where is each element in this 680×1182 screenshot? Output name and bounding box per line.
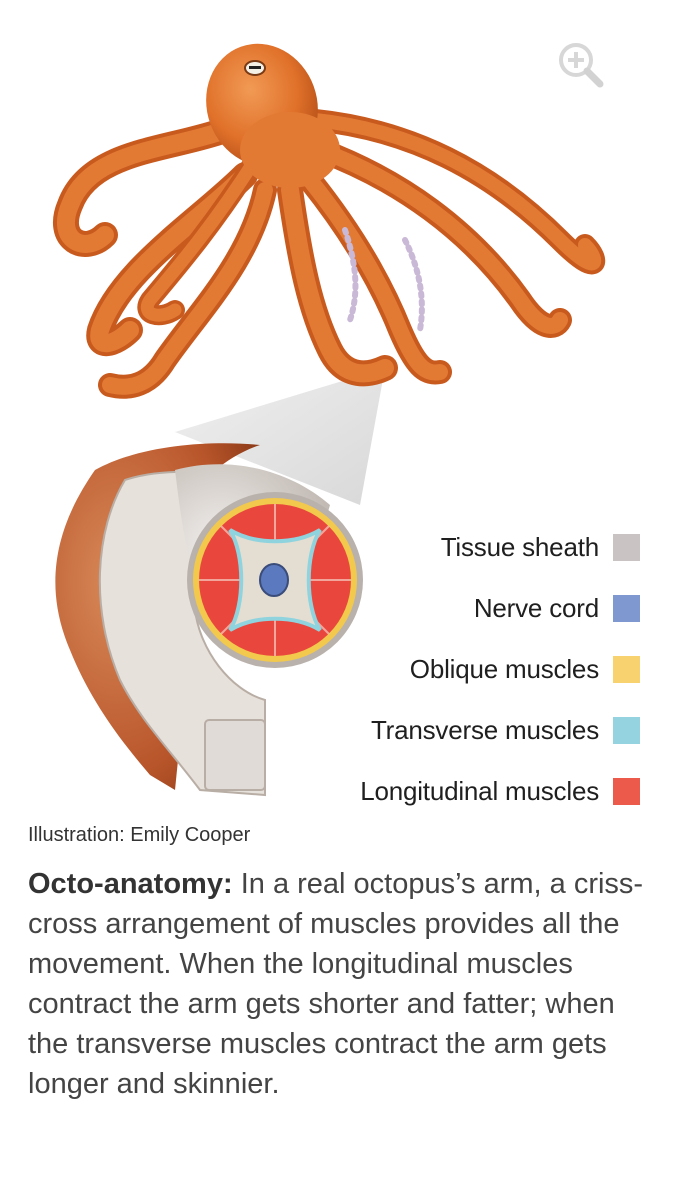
octopus-drawing <box>53 43 606 797</box>
legend-item-nerve-cord: Nerve cord <box>474 588 640 628</box>
legend-label: Transverse muscles <box>370 714 599 745</box>
legend-swatch <box>613 533 640 561</box>
legend-item-transverse-muscles: Transverse muscles <box>371 710 640 750</box>
legend-item-tissue-sheath: Tissue sheath <box>441 527 640 567</box>
legend-swatch <box>613 594 640 622</box>
figure-caption: Octo-anatomy: In a real octopus’s arm, a… <box>28 864 653 1104</box>
zoom-in-button[interactable] <box>556 40 608 92</box>
legend-swatch <box>613 655 640 683</box>
legend-swatch <box>613 716 640 744</box>
caption-lead: Octo-anatomy: <box>28 868 233 900</box>
legend-swatch <box>613 777 640 805</box>
caption-body: In a real octopus’s arm, a criss-cross a… <box>28 868 644 1100</box>
legend-label: Nerve cord <box>473 592 599 623</box>
legend-label: Tissue sheath <box>440 531 600 562</box>
legend-item-oblique-muscles: Oblique muscles <box>410 649 640 689</box>
octopus-illustration <box>53 40 608 797</box>
legend-label: Oblique muscles <box>409 653 599 684</box>
legend-item-longitudinal-muscles: Longitudinal muscles <box>360 771 640 811</box>
illustration-credit: Illustration: Emily Cooper <box>28 824 251 846</box>
legend-label: Longitudinal muscles <box>360 775 599 806</box>
zoom-in-icon <box>559 43 604 88</box>
